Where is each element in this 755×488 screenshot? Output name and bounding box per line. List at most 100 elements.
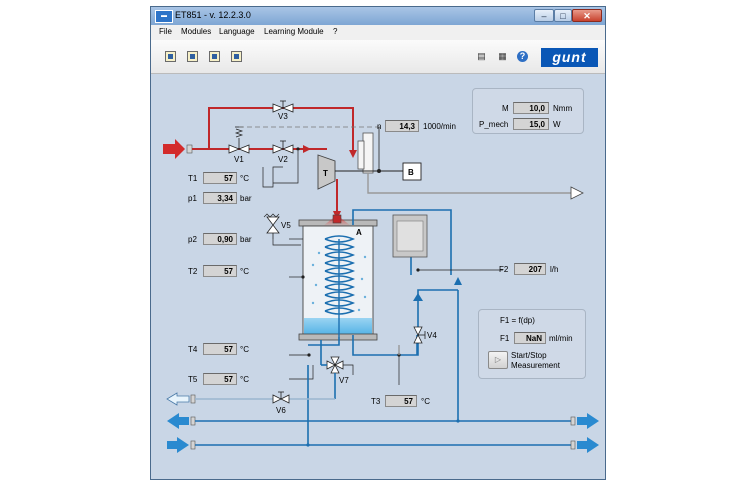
label-v2: V2 [278, 155, 288, 164]
piping-schematic: T B [163, 100, 599, 453]
f1-panel-title: F1 = f(dp) [500, 316, 535, 325]
label-v5: V5 [281, 221, 291, 230]
cooling-water-inlet-line [167, 437, 599, 453]
valve-v1[interactable] [228, 126, 250, 154]
steam-nozzle [332, 214, 342, 224]
cooling-junction-2 [306, 443, 310, 447]
label-v3: V3 [278, 112, 288, 121]
sensor-line-t5 [289, 365, 314, 380]
chart-icon-1[interactable] [165, 51, 176, 62]
chart-icon-2[interactable] [187, 51, 198, 62]
flow-arrow-bypass [349, 150, 357, 158]
condensate-return-line [166, 392, 335, 406]
unit-p2: bar [240, 235, 252, 244]
unit-t4: °C [240, 345, 249, 354]
sensor-line-p1 [273, 151, 299, 184]
menu-modules[interactable]: Modules [181, 27, 212, 36]
unit-f2: l/h [550, 265, 559, 274]
brake-box [402, 162, 422, 181]
close-button[interactable]: ✕ [572, 9, 602, 22]
flow-arrow-steam [303, 145, 311, 153]
flow-arrow-v4 [413, 293, 423, 301]
label-f2: F2 [499, 265, 509, 274]
unit-f1: ml/min [549, 334, 573, 343]
readout-m: 10,0 [513, 102, 549, 114]
exhaust-line [367, 173, 571, 194]
valve-v5[interactable] [263, 213, 280, 239]
unit-t5: °C [240, 375, 249, 384]
chart-icon-4[interactable] [231, 51, 242, 62]
menu-bar: File Modules Language Learning Module ? [151, 25, 605, 41]
unit-m: Nmm [553, 104, 573, 113]
valve-v2[interactable] [272, 140, 294, 154]
readout-f2: 207 [514, 263, 546, 275]
menu-learning-module[interactable]: Learning Module [264, 27, 324, 36]
readout-p-mech: 15,0 [513, 118, 549, 130]
label-t3: T3 [371, 397, 381, 406]
exhaust-stack-inner [357, 140, 365, 170]
unit-p1: bar [240, 194, 252, 203]
unit-t3: °C [421, 397, 430, 406]
app-window: ▬ ET851 - v. 12.2.3.0 – □ ✕ File Modules… [150, 6, 606, 480]
label-t2: T2 [188, 267, 198, 276]
window-title: ET851 - v. 12.2.3.0 [175, 10, 251, 20]
condenser-label: A [356, 228, 362, 237]
chart-icon-3[interactable] [209, 51, 220, 62]
cooling-junction-1 [456, 419, 460, 423]
tank-condensate [304, 318, 372, 334]
v7-actuator-line [343, 364, 354, 375]
readout-t2: 57 [203, 265, 237, 277]
exhaust-stack [362, 132, 374, 174]
valve-v4[interactable] [413, 326, 426, 344]
readout-n: 14,3 [385, 120, 419, 132]
label-t5: T5 [188, 375, 198, 384]
v5-line [272, 239, 301, 246]
turbine-label: T [323, 169, 328, 178]
printer-icon[interactable]: ▤ [477, 51, 486, 61]
label-v4: V4 [427, 331, 437, 340]
app-logo-icon: ▬ [155, 10, 173, 23]
valve-v6[interactable] [272, 391, 290, 404]
exhaust-outlet-arrow [570, 186, 584, 200]
readout-t4: 57 [203, 343, 237, 355]
label-v1: V1 [234, 155, 244, 164]
cooling-coil [324, 235, 356, 315]
brake-label: B [408, 168, 414, 177]
minimize-button[interactable]: – [534, 9, 554, 22]
maximize-button[interactable]: □ [554, 9, 572, 22]
label-f1: F1 [500, 334, 510, 343]
unit-p-mech: W [553, 120, 561, 129]
label-p2: p2 [188, 235, 197, 244]
help-icon[interactable]: ? [517, 51, 528, 62]
label-n: n [377, 122, 382, 131]
readout-t5: 57 [203, 373, 237, 385]
print-icon[interactable]: ▦ [498, 51, 507, 61]
menu-language[interactable]: Language [219, 27, 255, 36]
start-stop-button[interactable]: ▷ [488, 351, 508, 369]
start-stop-label: Start/Stop Measurement [511, 351, 560, 370]
unit-n: 1000/min [423, 122, 456, 131]
sensor-point-t4 [307, 353, 311, 357]
tank-bottom-flange [298, 333, 378, 341]
inlet-coupling [186, 144, 193, 154]
toolbar: ▤ ▦ ? gunt [151, 40, 605, 74]
menu-file[interactable]: File [159, 27, 172, 36]
label-m: M [502, 104, 509, 113]
menu-help[interactable]: ? [333, 27, 338, 36]
label-v7: V7 [339, 376, 349, 385]
valve-v3[interactable] [272, 100, 294, 113]
sensor-point-p1 [296, 147, 300, 151]
readout-f1: NaN [514, 332, 546, 344]
gunt-logo: gunt [541, 48, 598, 67]
label-p1: p1 [188, 194, 197, 203]
play-icon: ▷ [494, 355, 502, 364]
valve-v7[interactable] [326, 356, 344, 374]
readout-t1: 57 [203, 172, 237, 184]
label-t1: T1 [188, 174, 198, 183]
label-v6: V6 [276, 406, 286, 415]
condensate-droplets [311, 251, 367, 312]
cooling-water-lines [307, 209, 459, 427]
label-t4: T4 [188, 345, 198, 354]
sensor-point-f2 [416, 268, 420, 272]
readout-t3: 57 [385, 395, 417, 407]
